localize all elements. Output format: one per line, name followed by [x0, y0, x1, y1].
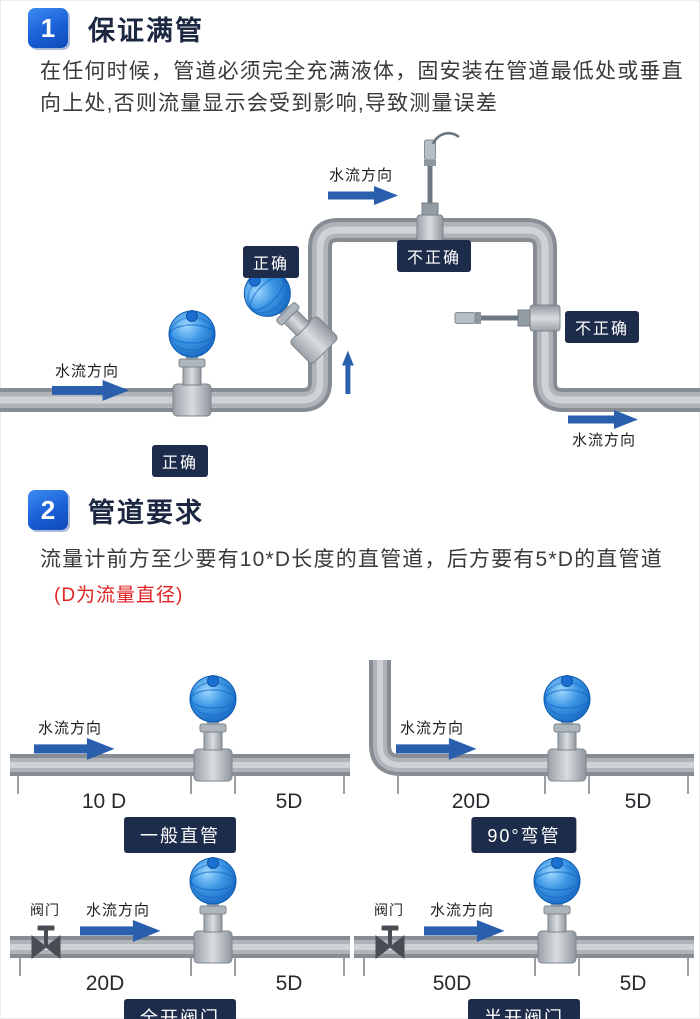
section2-header: 2 管道要求: [28, 490, 204, 530]
straight-pipe-canvas: [10, 674, 350, 794]
flowmeter-icon: [533, 856, 581, 964]
valve-label: 阀门: [374, 902, 404, 918]
section1-header: 1 保证满管: [28, 8, 204, 48]
diagram-90-bend: 水流方向 20D 5D 90°弯管: [352, 660, 696, 855]
section2-body: 流量计前方至少要有10*D长度的直管道，后方要有5*D的直管道: [40, 548, 663, 571]
incorrect-tag: 不正确: [397, 240, 472, 272]
flowmeter-icon: [543, 674, 591, 782]
section1-body: 在任何时候，管道必须完全充满液体，固安装在管道最低处或垂直向上处,否则流量显示会…: [40, 60, 684, 115]
dimension-front: 20D: [451, 790, 491, 813]
dimension-front: 10 D: [81, 790, 127, 813]
section2-note: (D为流量直径): [54, 585, 184, 606]
flow-direction-label: 水流方向: [430, 902, 495, 919]
flow-direction-label: 水流方向: [400, 720, 465, 737]
flow-arrow-icon: [568, 410, 638, 429]
section2-title: 管道要求: [88, 497, 204, 528]
sensor-probe-icon: [416, 139, 444, 246]
installation-diagram-canvas: [0, 131, 700, 429]
flow-direction-label: 水流方向: [572, 432, 637, 449]
sensor-probe-icon: [454, 304, 561, 332]
correct-tag: 正确: [152, 445, 209, 477]
flow-arrow-icon: [328, 186, 398, 205]
diagram-caption: 90°弯管: [471, 817, 577, 853]
flow-direction-label: 水流方向: [55, 363, 120, 380]
installation-diagram: 水流方向 不正确 正确 不正确 水流方向 正确 水流方向: [0, 128, 700, 490]
flowmeter-icon: [189, 674, 237, 782]
dimension-back: 5D: [275, 790, 303, 813]
flow-direction-label: 水流方向: [86, 902, 151, 919]
valve-pipe-canvas: [354, 856, 694, 976]
tick-marks: [19, 958, 345, 976]
flowmeter-icon: [168, 309, 216, 417]
flow-direction-label: 水流方向: [38, 720, 103, 737]
incorrect-tag: 不正确: [565, 311, 640, 343]
correct-tag: 正确: [243, 246, 300, 278]
section1-title: 保证满管: [88, 15, 204, 46]
up-arrow-icon: [342, 350, 354, 394]
section1-number-badge: 1: [28, 8, 68, 48]
tick-marks: [363, 958, 689, 976]
diagram-straight-pipe: 水流方向 10 D 5D 一般直管: [8, 660, 352, 855]
dimension-front: 20D: [85, 972, 125, 995]
diagram-open-valve: 阀门 水流方向 20D 5D 全开阀门: [8, 842, 352, 1019]
sensor-cable: [431, 131, 460, 145]
bend-pipe-canvas: [369, 660, 694, 794]
section2-number-badge: 2: [28, 490, 68, 530]
valve-pipe-canvas: [10, 856, 350, 976]
dimension-back: 5D: [275, 972, 303, 995]
flowmeter-icon: [189, 856, 237, 964]
pipe: [369, 660, 694, 776]
diagram-half-open-valve: 阀门 水流方向 50D 5D 半开阀门: [352, 842, 696, 1019]
diagram-caption: 半开阀门: [468, 999, 580, 1019]
dimension-back: 5D: [624, 790, 652, 813]
dimension-front: 50D: [432, 972, 472, 995]
tick-marks: [397, 776, 689, 794]
valve-label: 阀门: [30, 902, 60, 918]
dimension-back: 5D: [619, 972, 647, 995]
tick-marks: [17, 776, 345, 794]
flow-direction-label: 水流方向: [329, 167, 394, 184]
diagram-caption: 全开阀门: [124, 999, 236, 1019]
diagram-caption: 一般直管: [124, 817, 236, 853]
